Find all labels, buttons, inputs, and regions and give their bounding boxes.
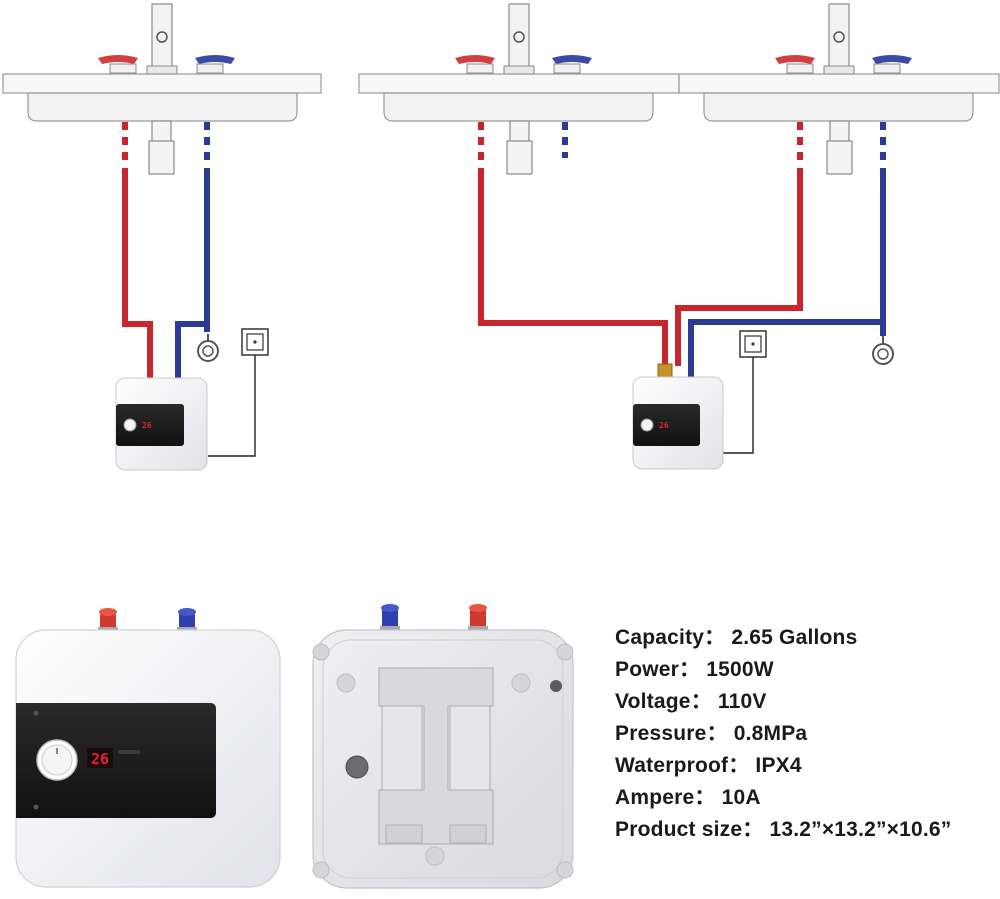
spec-value: 0.8MPa <box>733 722 808 745</box>
display-readout: 26 <box>659 421 669 430</box>
power-cord <box>208 355 256 457</box>
water-heater-back-view <box>312 604 574 889</box>
spec-value: IPX4 <box>755 754 802 777</box>
cold-water-inlet <box>177 608 197 633</box>
water-heater-front-view: 26 <box>15 608 281 888</box>
drain-pipe <box>506 120 853 175</box>
sink-basin-left <box>358 73 680 122</box>
spec-label: Ampere： <box>615 786 716 809</box>
spec-list: Capacity：2.65 Gallons Power：1500W Voltag… <box>615 622 1000 846</box>
spec-label: Product size： <box>615 818 764 841</box>
spec-label: Pressure： <box>615 722 728 745</box>
mounting-feet <box>312 643 574 879</box>
spec-capacity: Capacity：2.65 Gallons <box>615 622 1000 654</box>
spec-value: 110V <box>717 690 767 713</box>
faucet-icon <box>455 3 592 75</box>
sink-basin-right <box>678 73 1000 122</box>
hot-water-line <box>478 122 803 366</box>
sink-basin <box>2 73 322 122</box>
water-heater-small: 26 <box>632 376 724 470</box>
brass-fitting <box>657 363 673 379</box>
spec-waterproof: Waterproof：IPX4 <box>615 750 1000 782</box>
spec-ampere: Ampere：10A <box>615 782 1000 814</box>
wall-bracket <box>378 667 494 845</box>
cable-hole <box>345 755 369 779</box>
angle-valve-icon <box>872 336 894 365</box>
spec-pressure: Pressure：0.8MPa <box>615 718 1000 750</box>
hot-water-outlet <box>98 608 118 633</box>
spec-value: 10A <box>721 786 761 809</box>
faucet-icon <box>775 3 912 75</box>
spec-label: Capacity： <box>615 626 726 649</box>
spec-label: Power： <box>615 658 701 681</box>
power-outlet-icon <box>739 330 767 358</box>
spec-voltage: Voltage：110V <box>615 686 1000 718</box>
power-cord <box>722 357 754 454</box>
drain-pipe <box>148 120 175 175</box>
spec-value: 13.2”×13.2”×10.6” <box>769 818 952 841</box>
power-outlet-icon <box>241 328 269 356</box>
spec-label: Voltage： <box>615 690 712 713</box>
water-heater-small: 26 <box>115 377 208 471</box>
cold-water-line <box>175 122 210 380</box>
double-sink-diagram: 26 <box>358 3 1000 470</box>
temperature-knob <box>36 739 78 781</box>
spec-value: 1500W <box>706 658 774 681</box>
hot-water-outlet <box>468 604 488 632</box>
spec-label: Waterproof： <box>615 754 750 777</box>
spec-product-size: Product size：13.2”×13.2”×10.6” <box>615 814 1000 846</box>
cold-water-line <box>688 122 886 380</box>
cold-water-inlet <box>380 604 400 632</box>
hot-water-line <box>122 122 153 380</box>
single-sink-diagram: 26 <box>2 3 322 471</box>
display-readout: 26 <box>142 421 152 430</box>
angle-valve-icon <box>197 334 219 362</box>
spec-value: 2.65 Gallons <box>731 626 858 649</box>
display-readout: 26 <box>91 750 109 768</box>
faucet-icon <box>98 3 235 75</box>
spec-power: Power：1500W <box>615 654 1000 686</box>
